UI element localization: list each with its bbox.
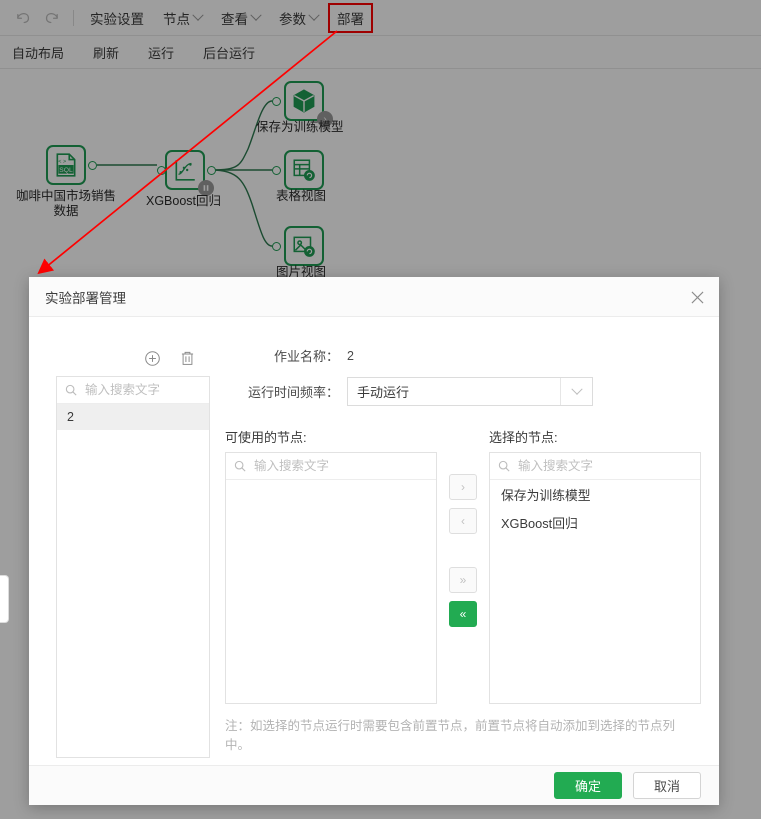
job-search-box[interactable] [57,377,209,404]
confirm-button[interactable]: 确定 [554,772,622,799]
plus-circle-icon[interactable] [143,349,161,367]
selected-nodes-list: 保存为训练模型 XGBoost回归 [489,452,701,704]
toolbar-divider [73,9,74,26]
job-list-item-label: 2 [67,410,74,424]
transfer-headers: 可使用的节点: 选择的节点: [225,427,707,446]
chevron-left-icon: ‹ [461,514,465,528]
menu-deploy[interactable]: 部署 [328,2,373,33]
selected-search-box[interactable] [490,453,700,480]
available-nodes-title: 可使用的节点: [225,430,307,445]
move-all-right-button[interactable]: » [449,567,477,593]
job-form: 作业名称： 2 运行时间频率： 手动运行 [225,346,705,418]
chevron-right-icon: › [461,480,465,494]
available-search-input[interactable] [252,458,428,474]
deployment-dialog: 实验部署管理 [29,277,719,805]
job-name-label: 作业名称： [273,349,339,364]
available-nodes-list [225,452,437,704]
move-right-button[interactable]: › [449,474,477,500]
move-all-left-button[interactable]: « [449,601,477,627]
selected-search-input[interactable] [516,458,692,474]
menu-view[interactable]: 查看 [214,4,267,32]
job-list: 2 [56,376,210,758]
menu-parameters[interactable]: 参数 [272,4,325,32]
transfer-buttons: › ‹ » « [437,452,489,704]
job-name-value: 2 [347,348,354,363]
dialog-header: 实验部署管理 [29,277,719,317]
transfer-body: › ‹ » « [225,452,707,704]
dialog-title: 实验部署管理 [45,290,126,306]
selected-nodes-title: 选择的节点: [489,430,558,445]
selected-node-item[interactable]: 保存为训练模型 [501,487,591,503]
transfer-note: 注：如选择的节点运行时需要包含前置节点，前置节点将自动添加到选择的节点列中。 [225,719,676,752]
move-left-button[interactable]: ‹ [449,508,477,534]
double-chevron-right-icon: » [459,573,467,587]
close-icon[interactable] [688,288,706,306]
frequency-select[interactable]: 手动运行 [347,377,593,406]
available-search-box[interactable] [226,453,436,480]
job-list-toolbar [56,346,210,370]
node-transfer: 可使用的节点: 选择的节点: [225,427,707,704]
selected-node-item[interactable]: XGBoost回归 [501,515,578,531]
dialog-footer: 确定 取消 [29,765,719,805]
menu-label: 查看 [221,11,248,27]
cancel-button[interactable]: 取消 [633,772,701,799]
menu-experiment-settings[interactable]: 实验设置 [83,4,151,32]
redo-icon[interactable] [38,5,64,31]
transfer-header-spacer [437,427,489,446]
menu-label: 节点 [163,11,190,27]
chevron-down-icon[interactable] [560,378,592,405]
job-list-panel: 2 [56,346,210,758]
search-icon [498,460,510,472]
search-icon [234,460,246,472]
undo-icon[interactable] [10,5,36,31]
menu-label: 部署 [337,11,364,27]
frequency-select-value: 手动运行 [357,385,410,400]
dialog-body: 2 作业名称： 2 运行时间频率： 手动运行 [29,317,719,764]
menu-label: 实验设置 [90,11,144,27]
job-name-row: 作业名称： 2 [225,346,705,365]
job-search-input[interactable] [83,382,201,398]
menu-label: 参数 [279,11,306,27]
search-icon [65,384,77,396]
side-drawer-handle[interactable] [0,575,9,623]
frequency-label: 运行时间频率： [247,385,339,400]
trash-icon[interactable] [178,349,196,367]
frequency-row: 运行时间频率： 手动运行 [225,377,705,406]
main-toolbar: 实验设置 节点 查看 参数 部署 [0,0,761,36]
menu-nodes[interactable]: 节点 [156,4,209,32]
double-chevron-left-icon: « [459,607,467,621]
job-list-item[interactable]: 2 [57,404,209,430]
